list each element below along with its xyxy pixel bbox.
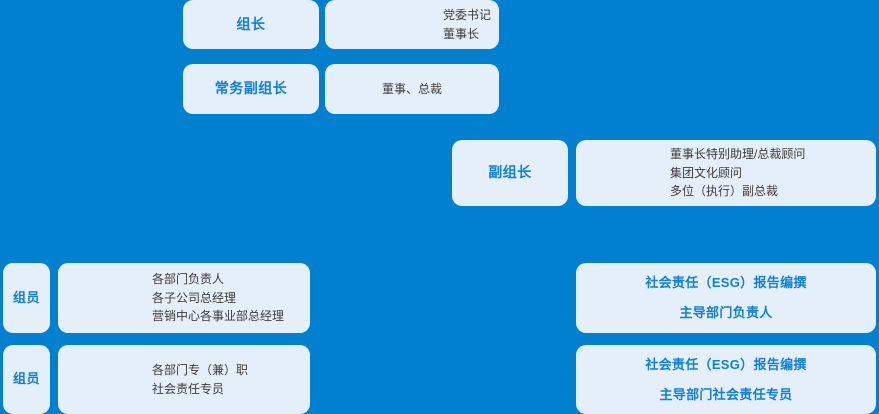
member-group-1-detail-line: 各部门负责人 [152, 272, 225, 287]
card-member-group-2-detail[interactable]: 各部门专（兼）职 社会责任专员 [58, 345, 310, 414]
card-member-group-1-detail[interactable]: 各部门负责人 各子公司总经理 营销中心各事业部总经理 [58, 263, 310, 333]
member-group-2-detail-list: 各部门专（兼）职 社会责任专员 [58, 361, 248, 398]
leader-role-label: 组长 [236, 15, 266, 32]
card-leader-role[interactable]: 组长 [183, 0, 319, 49]
card-executive-deputy-leader-role[interactable]: 常务副组长 [183, 64, 319, 114]
member-group-2-detail-line: 各部门专（兼）职 [152, 362, 249, 377]
deputy-leader-role-label: 副组长 [488, 164, 532, 181]
deputy-leader-detail-line: 多位（执行）副总裁 [670, 184, 779, 199]
esg-lead-department-head-line-2: 主导部门负责人 [679, 305, 773, 320]
deputy-leader-detail-list: 董事长特别助理/总裁顾问 集团文化顾问 多位（执行）副总裁 [576, 145, 805, 201]
card-member-group-2-role[interactable]: 组员 [3, 345, 50, 414]
member-group-2-detail-line: 社会责任专员 [152, 381, 225, 396]
member-group-1-detail-list: 各部门负责人 各子公司总经理 营销中心各事业部总经理 [58, 270, 284, 326]
member-group-1-detail-line: 各子公司总经理 [152, 290, 237, 305]
leader-detail-line: 党委书记 [443, 7, 492, 22]
card-deputy-leader-detail[interactable]: 董事长特别助理/总裁顾问 集团文化顾问 多位（执行）副总裁 [576, 140, 876, 206]
leader-detail-list: 党委书记 董事长 [325, 6, 491, 43]
esg-lead-department-head-line-1: 社会责任（ESG）报告编撰 [645, 275, 807, 291]
executive-deputy-leader-detail-line: 董事、总裁 [381, 81, 442, 96]
deputy-leader-detail-line: 董事长特别助理/总裁顾问 [670, 147, 806, 162]
member-group-2-role-label: 组员 [12, 371, 40, 387]
card-deputy-leader-role[interactable]: 副组长 [452, 140, 568, 206]
esg-lead-department-officer-line-2: 主导部门社会责任专员 [659, 386, 793, 402]
member-group-1-detail-line: 营销中心各事业部总经理 [152, 309, 285, 324]
card-esg-lead-department-officer[interactable]: 社会责任（ESG）报告编撰 主导部门社会责任专员 [576, 345, 876, 414]
leader-detail-line: 董事长 [443, 26, 480, 41]
executive-deputy-leader-role-label: 常务副组长 [214, 80, 288, 97]
card-executive-deputy-leader-detail[interactable]: 董事、总裁 [325, 64, 499, 114]
deputy-leader-detail-line: 集团文化顾问 [670, 165, 743, 180]
esg-lead-department-officer-line-1: 社会责任（ESG）报告编撰 [645, 356, 807, 372]
card-member-group-1-role[interactable]: 组员 [3, 263, 50, 333]
member-group-1-role-label: 组员 [12, 289, 40, 305]
card-esg-lead-department-head[interactable]: 社会责任（ESG）报告编撰 主导部门负责人 [576, 263, 876, 333]
card-leader-detail[interactable]: 党委书记 董事长 [325, 0, 499, 49]
